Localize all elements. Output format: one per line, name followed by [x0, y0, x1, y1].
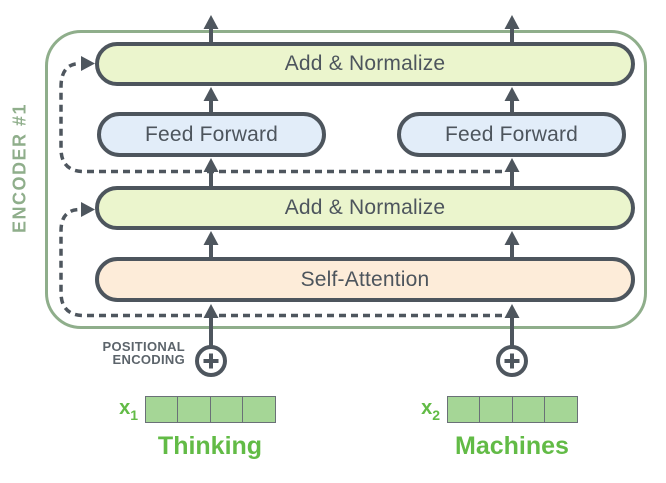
token-1-embedding-vector	[145, 396, 276, 423]
encoder-label: ENCODER #1	[9, 102, 30, 234]
vector-cell	[544, 396, 578, 423]
vector-cell	[479, 396, 514, 423]
positional-encoding-line2: ENCODING	[112, 351, 185, 367]
self-attention-box: Self-Attention	[95, 257, 635, 302]
add-normalize-top-label: Add & Normalize	[284, 52, 446, 75]
arrow-out-top-left-head-icon	[203, 15, 219, 29]
token-1-symbol: x1	[100, 397, 138, 423]
feed-forward-left-box: Feed Forward	[97, 112, 326, 157]
vector-cell	[209, 396, 244, 423]
encoder-frame	[45, 30, 647, 329]
feed-forward-right-box: Feed Forward	[397, 112, 626, 157]
arrow-out-top-right-head-icon	[504, 15, 520, 29]
vector-cell	[242, 396, 276, 423]
self-attention-label: Self-Attention	[300, 267, 430, 291]
token-2-subscript: 2	[432, 407, 440, 423]
positional-encoding-line1: POSITIONAL	[102, 339, 185, 354]
token-1-word: Thinking	[157, 432, 263, 460]
positional-encoding-label: POSITIONAL ENCODING	[60, 339, 185, 367]
add-normalize-top-box: Add & Normalize	[95, 42, 635, 86]
feed-forward-right-label: Feed Forward	[444, 122, 579, 146]
token-2-symbol-text: x	[421, 397, 433, 419]
vector-cell	[145, 396, 179, 423]
token-2-word: Machines	[455, 432, 569, 460]
add-normalize-bottom-label: Add & Normalize	[284, 196, 446, 219]
add-normalize-bottom-box: Add & Normalize	[95, 186, 635, 230]
token-2-symbol: x2	[402, 397, 440, 423]
positional-add-right-icon	[496, 345, 528, 377]
token-2-embedding-vector	[447, 396, 578, 423]
vector-cell	[447, 396, 481, 423]
vector-cell	[177, 396, 212, 423]
feed-forward-left-label: Feed Forward	[144, 122, 279, 146]
vector-cell	[511, 396, 546, 423]
positional-add-left-icon	[195, 345, 227, 377]
token-1-symbol-text: x	[119, 397, 131, 419]
token-1-subscript: 1	[130, 407, 138, 423]
